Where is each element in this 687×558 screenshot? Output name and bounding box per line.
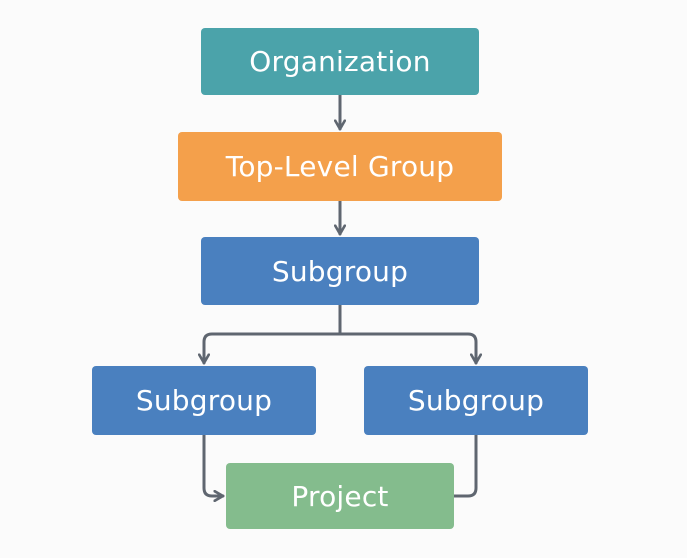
subgroup-node-right: Subgroup bbox=[364, 366, 588, 435]
project-label: Project bbox=[291, 479, 389, 513]
connector-left-subgroup-to-project bbox=[202, 433, 225, 496]
subgroup-node-left: Subgroup bbox=[92, 366, 316, 435]
top-level-group-node: Top-Level Group bbox=[178, 132, 502, 201]
subgroup-node-main: Subgroup bbox=[201, 237, 479, 305]
connector-right-subgroup-to-project bbox=[452, 433, 478, 498]
top-level-group-label: Top-Level Group bbox=[225, 150, 455, 183]
subgroup-left-label: Subgroup bbox=[135, 384, 273, 417]
subgroup-main-label: Subgroup bbox=[271, 254, 409, 288]
subgroup-right-label: Subgroup bbox=[407, 384, 545, 417]
connector-branch-right bbox=[338, 332, 476, 365]
organization-node: Organization bbox=[201, 28, 479, 95]
connector-branch-left bbox=[204, 332, 342, 365]
project-node: Project bbox=[226, 463, 454, 529]
organization-label: Organization bbox=[249, 45, 431, 78]
